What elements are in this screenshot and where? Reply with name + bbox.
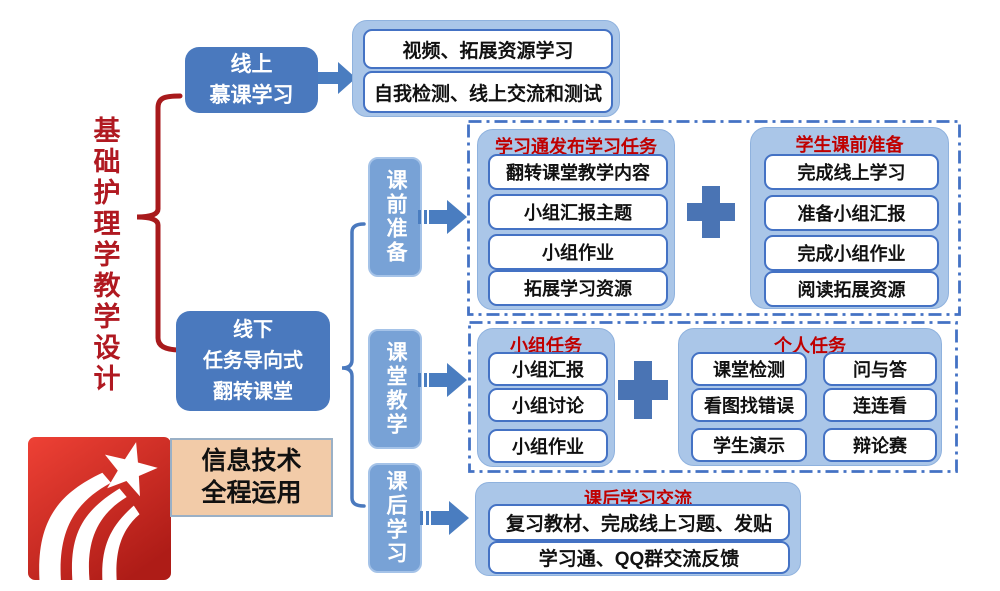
node-online-line2: 慕课学习 [209, 84, 294, 107]
individual-task-item: 辩论赛 [823, 428, 937, 462]
individual-task-item: 学生演示 [691, 428, 807, 462]
online-outcome-item: 自我检测、线上交流和测试 [363, 71, 613, 113]
main-title: 基础护理学教学设计 [89, 116, 120, 395]
individual-task-item: 课堂检测 [691, 352, 807, 386]
node-offline-line2: 任务导向式 [203, 349, 303, 372]
info-tech-note-line2: 全程运用 [201, 478, 302, 507]
node-online-line1: 线上 [230, 52, 273, 76]
publish-tasks-title: 学习通发布学习任务 [495, 137, 657, 157]
individual-tasks-title: 个人任务 [774, 336, 846, 356]
group-tasks-title: 小组任务 [510, 336, 582, 356]
publish-task-item: 翻转课堂教学内容 [488, 154, 668, 190]
info-tech-note-line1: 信息技术 [201, 447, 302, 476]
publish-task-item: 小组作业 [488, 234, 668, 270]
individual-task-item: 看图找错误 [691, 388, 807, 422]
striped-arrow-right-icon [418, 362, 468, 398]
after-class-item: 复习教材、完成线上习题、发贴 [488, 504, 790, 541]
individual-tasks-group: 个人任务 课堂检测 看图找错误 学生演示 问与答 连连看 辩论赛 [678, 328, 942, 466]
student-prepare-group: 学生课前准备 完成线上学习 准备小组汇报 完成小组作业 阅读拓展资源 [750, 127, 949, 309]
plus-icon [618, 361, 668, 419]
after-class-group: 课后学习交流 复习教材、完成线上习题、发贴 学习通、QQ群交流反馈 [475, 482, 801, 576]
striped-arrow-right-icon [420, 500, 470, 536]
online-outcome-item: 视频、拓展资源学习 [363, 29, 613, 69]
node-offline-flipped-classroom: 线下 任务导向式 翻转课堂 [176, 311, 330, 411]
group-tasks-group: 小组任务 小组汇报 小组讨论 小组作业 [477, 328, 615, 467]
individual-task-item: 连连看 [823, 388, 937, 422]
plus-icon [687, 186, 735, 238]
publish-tasks-group: 学习通发布学习任务 翻转课堂教学内容 小组汇报主题 小组作业 拓展学习资源 [477, 129, 675, 310]
blue-brace-bracket [338, 216, 368, 514]
info-tech-note: 信息技术 全程运用 [170, 438, 333, 517]
group-task-item: 小组讨论 [488, 388, 608, 422]
node-offline-line1: 线下 [233, 318, 273, 341]
student-prepare-item: 完成小组作业 [764, 235, 939, 271]
node-online-mooc: 线上 慕课学习 [185, 47, 318, 113]
striped-arrow-right-icon [418, 199, 468, 235]
student-prepare-item: 阅读拓展资源 [764, 271, 939, 307]
stage-in-class: 课堂教学 [368, 329, 422, 449]
after-class-item: 学习通、QQ群交流反馈 [488, 541, 790, 574]
publish-task-item: 拓展学习资源 [488, 270, 668, 306]
student-prepare-item: 完成线上学习 [764, 154, 939, 190]
individual-task-item: 问与答 [823, 352, 937, 386]
chaoxing-star-logo-icon [28, 437, 171, 580]
stage-after-class: 课后学习 [368, 463, 422, 573]
node-offline-line3: 翻转课堂 [213, 380, 293, 403]
student-prepare-title: 学生课前准备 [795, 135, 904, 155]
publish-task-item: 小组汇报主题 [488, 194, 668, 230]
student-prepare-item: 准备小组汇报 [764, 195, 939, 231]
group-task-item: 小组汇报 [488, 352, 608, 386]
online-outcomes-panel: 视频、拓展资源学习 自我检测、线上交流和测试 [352, 20, 620, 117]
stage-pre-class: 课前准备 [368, 157, 422, 277]
group-task-item: 小组作业 [488, 429, 608, 463]
